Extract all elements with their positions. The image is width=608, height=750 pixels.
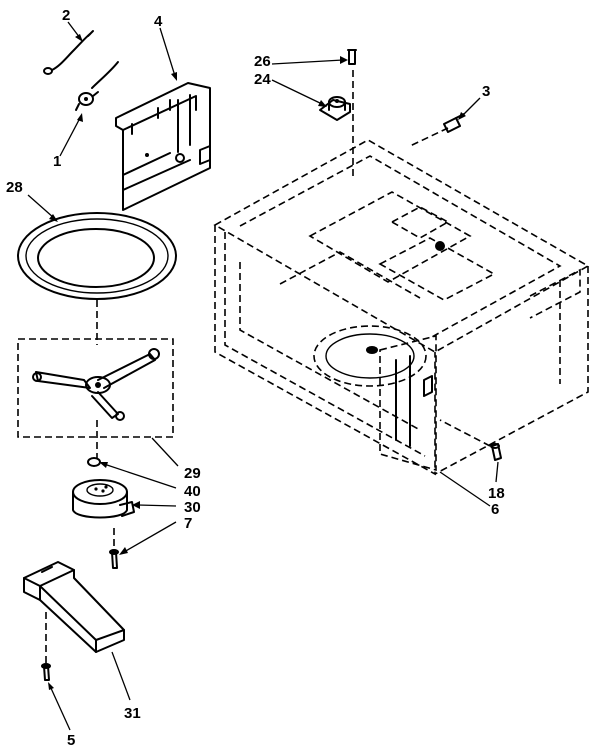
part-29-support-box <box>17 338 174 438</box>
callout-29: 29 <box>184 465 201 482</box>
callout-28: 28 <box>6 179 23 196</box>
callout-40: 40 <box>184 483 201 500</box>
leader-lines <box>27 21 499 731</box>
callout-7: 7 <box>184 515 192 532</box>
part-1-switch <box>75 61 119 111</box>
part-40-coupler <box>87 457 101 467</box>
part-2-wire-lead <box>43 30 94 75</box>
callout-4: 4 <box>154 13 163 30</box>
callout-2: 2 <box>62 7 70 24</box>
part-30-motor <box>72 479 135 519</box>
callout-labels: 2 1 4 28 29 40 30 7 31 5 26 24 3 18 6 <box>6 7 505 749</box>
callout-26: 26 <box>254 53 271 70</box>
callout-30: 30 <box>184 499 201 516</box>
part-31-duct <box>23 561 125 653</box>
callout-6: 6 <box>491 501 499 518</box>
part-24-thermostat <box>319 96 351 121</box>
part-4-bracket <box>115 82 211 211</box>
part-26-screw <box>347 49 357 65</box>
callout-24: 24 <box>254 71 271 88</box>
callout-3: 3 <box>482 83 490 100</box>
callout-31: 31 <box>124 705 141 722</box>
part-6-oven-cavity <box>213 139 590 476</box>
callout-1: 1 <box>53 153 61 170</box>
part-28-glass-tray <box>17 212 177 300</box>
callout-18: 18 <box>488 485 505 502</box>
callout-5: 5 <box>67 732 75 749</box>
part-5-screw <box>41 663 51 681</box>
part-7-screw <box>109 549 119 569</box>
part-18-screw <box>490 443 502 461</box>
